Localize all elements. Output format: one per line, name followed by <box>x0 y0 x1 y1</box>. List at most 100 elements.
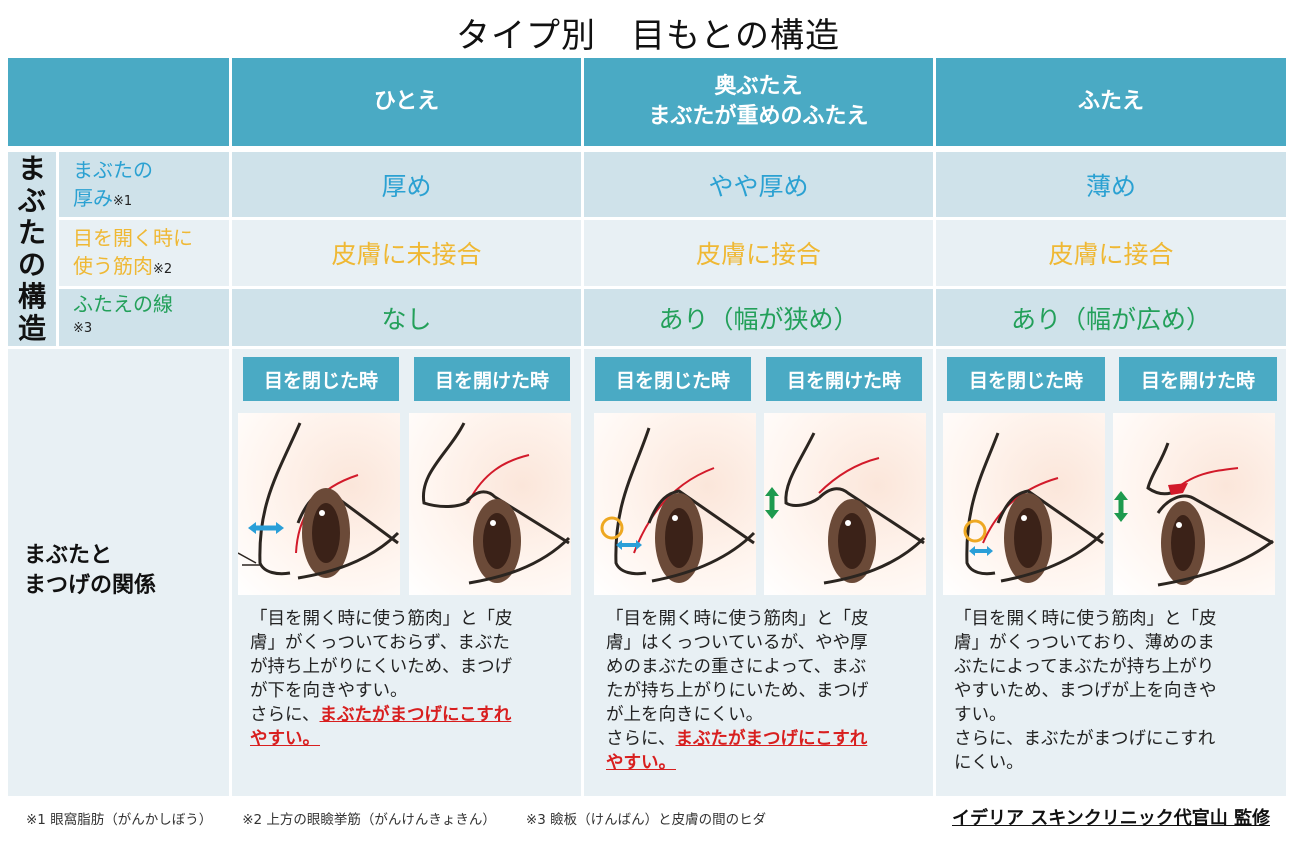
desc-line: が持ち上がりにくいため、まつげ <box>250 657 513 677</box>
relation-description: 「目を開く時に使う筋肉」と「皮 膚」がくっついており、薄めのま ぶたによってまぶ… <box>954 607 1266 775</box>
side-char: ま <box>17 152 46 185</box>
eye-closed-diagram <box>963 432 1105 583</box>
desc-line: 「目を開く時に使う筋肉」と「皮 <box>954 609 1217 629</box>
footnotes: ※1 眼窩脂肪（がんかしぼう） ※2 上方の眼瞼挙筋（がんけんきょきん） ※3 … <box>26 808 766 828</box>
tag-eyes-open: 目を開けた時 <box>1119 357 1277 401</box>
desc-line: にくい。 <box>954 753 1024 773</box>
desc-line: が上を向きにくい。 <box>606 705 764 725</box>
header-futae: ふたえ <box>936 58 1286 146</box>
eye-open-diagram <box>421 422 571 585</box>
eye-illustration-closed <box>238 413 400 595</box>
footnote-2: ※2 上方の眼瞼挙筋（がんけんきょきん） <box>242 812 496 828</box>
eye-closed-diagram <box>600 427 756 583</box>
desc-line: すい。 <box>954 705 1007 725</box>
relation-okubutae: 目を閉じた時 目を開けた時 「目を開く時に使う筋肉」と「皮 膚」はくっつ <box>584 349 933 796</box>
desc-line: 膚」がくっついておらず、まぶた <box>250 633 510 653</box>
eye-open-diagram <box>1114 442 1274 587</box>
footnote-ref: ※2 <box>153 262 173 277</box>
cell-value: 厚め <box>232 152 581 217</box>
header-empty-cell <box>8 58 229 146</box>
desc-line: やすいため、まつげが上を向きや <box>954 681 1217 701</box>
cell-value: なし <box>232 289 581 346</box>
eye-open-diagram <box>765 432 926 585</box>
row-fold-line: ふたえの線 ※3 なし あり（幅が狭め） あり（幅が広め） <box>59 289 1286 346</box>
blue-arrow-icon <box>248 522 284 534</box>
footnote-ref: ※1 <box>113 194 133 209</box>
label-line: 厚み <box>73 186 113 210</box>
desc-emphasis: まぶたがまつげにこすれ <box>319 705 512 725</box>
structure-side-label: ま ぶ た の 構 造 <box>8 152 56 346</box>
cell-value: 皮膚に接合 <box>584 220 933 286</box>
desc-emphasis: まぶたがまつげにこすれ <box>675 729 868 749</box>
relation-description: 「目を開く時に使う筋肉」と「皮 膚」がくっついておらず、まぶた が持ち上がりにく… <box>250 607 562 751</box>
tag-eyes-closed: 目を閉じた時 <box>947 357 1105 401</box>
side-char: 造 <box>17 312 46 345</box>
footnote-3: ※3 瞼板（けんばん）と皮膚の間のヒダ <box>525 812 767 828</box>
side-char: の <box>17 248 46 281</box>
relation-side-label: まぶたと まつげの関係 <box>8 349 229 796</box>
desc-emphasis: やすい。 <box>250 729 320 749</box>
eye-illustration-open <box>1113 413 1275 595</box>
desc-line: ぶたによってまぶたが持ち上がり <box>954 657 1215 677</box>
green-arrow-icon <box>1114 491 1128 522</box>
orange-circle-icon <box>600 516 624 540</box>
desc-prefix: さらに、 <box>606 729 676 749</box>
eye-illustration-open <box>764 413 926 595</box>
header-okubutae: 奥ぶたえ まぶたが重めのふたえ <box>584 58 933 146</box>
desc-line: めのまぶたの重さによって、まぶ <box>606 657 867 677</box>
side-char: た <box>17 216 46 249</box>
desc-emphasis: やすい。 <box>606 753 676 773</box>
blue-arrow-icon <box>616 540 642 550</box>
relation-description: 「目を開く時に使う筋肉」と「皮 膚」はくっついているが、やや厚 めのまぶたの重さ… <box>606 607 918 775</box>
eye-closed-diagram <box>238 422 400 580</box>
label-line: 使う筋肉 <box>73 254 153 278</box>
footnote-ref: ※3 <box>73 321 93 336</box>
page-title: タイプ別 目もとの構造 <box>456 16 840 56</box>
cell-value: 薄め <box>936 152 1286 217</box>
side-char: ぶ <box>17 184 46 217</box>
desc-line: 膚」はくっついているが、やや厚 <box>606 633 868 653</box>
relation-hitoe: 目を閉じた時 目を開けた時 「目を開く時に使う筋肉」と「皮 膚」がくっついておら… <box>232 349 581 796</box>
desc-line: さらに、まぶたがまつげにこすれ <box>954 729 1216 749</box>
label-line: まぶたと <box>24 543 113 568</box>
row-opening-muscle: 目を開く時に 使う筋肉※2 皮膚に未接合 皮膚に接合 皮膚に接合 <box>59 220 1286 286</box>
desc-line: が下を向きやすい。 <box>250 681 408 701</box>
eye-illustration-open <box>409 413 571 595</box>
header-hitoe: ひとえ <box>232 58 581 146</box>
cell-value: 皮膚に接合 <box>936 220 1286 286</box>
eye-illustration-closed <box>594 413 756 595</box>
label-line: まつげの関係 <box>24 573 157 598</box>
cell-value: 皮膚に未接合 <box>232 220 581 286</box>
footnote-1: ※1 眼窩脂肪（がんかしぼう） <box>26 812 213 828</box>
relation-futae: 目を閉じた時 目を開けた時 「目を開く時に使う筋肉」と「皮 <box>936 349 1286 796</box>
label-line: 目を開く時に <box>73 226 193 250</box>
eye-illustration-closed <box>943 413 1105 595</box>
tag-eyes-closed: 目を閉じた時 <box>243 357 399 401</box>
tag-eyes-closed: 目を閉じた時 <box>595 357 751 401</box>
label-line: まぶたの <box>73 158 153 182</box>
orange-circle-icon <box>963 519 987 543</box>
label-line: ふたえの線 <box>73 292 173 316</box>
tag-eyes-open: 目を開けた時 <box>766 357 922 401</box>
cell-value: あり（幅が広め） <box>936 289 1286 346</box>
header-okubutae-line1: 奥ぶたえ <box>714 74 803 99</box>
row-label-muscle: 目を開く時に 使う筋肉※2 <box>59 220 229 286</box>
desc-line: 「目を開く時に使う筋肉」と「皮 <box>606 609 869 629</box>
row-eyelid-thickness: まぶたの 厚み※1 厚め やや厚め 薄め <box>59 152 1286 217</box>
desc-line: たが持ち上がりにいため、まつげ <box>606 681 869 701</box>
row-label-fold-line: ふたえの線 ※3 <box>59 289 229 346</box>
table-header: ひとえ 奥ぶたえ まぶたが重めのふたえ ふたえ <box>8 58 1286 146</box>
tag-eyes-open: 目を開けた時 <box>414 357 570 401</box>
cell-value: やや厚め <box>584 152 933 217</box>
green-arrow-icon <box>765 487 779 519</box>
blue-arrow-icon <box>969 546 993 556</box>
cell-value: あり（幅が狭め） <box>584 289 933 346</box>
desc-line: 膚」がくっついており、薄めのま <box>954 633 1215 653</box>
supervision-credit: イデリア スキンクリニック代官山 監修 <box>952 808 1270 829</box>
desc-line: 「目を開く時に使う筋肉」と「皮 <box>250 609 513 629</box>
desc-prefix: さらに、 <box>250 705 320 725</box>
side-char: 構 <box>17 280 46 313</box>
row-label-thickness: まぶたの 厚み※1 <box>59 152 229 217</box>
header-okubutae-line2: まぶたが重めのふたえ <box>648 104 869 129</box>
relation-label: まぶたと まつげの関係 <box>24 541 156 601</box>
